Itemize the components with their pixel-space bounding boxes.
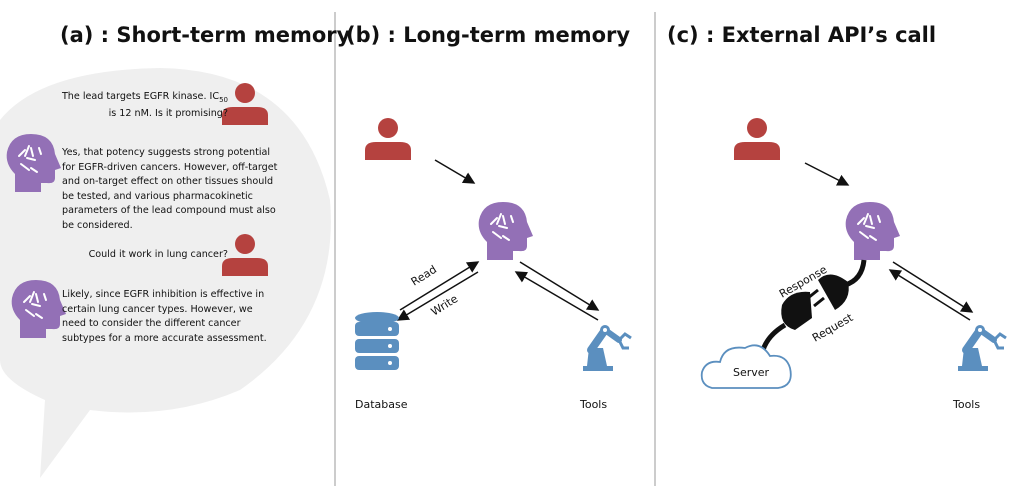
- request-label: Request: [810, 311, 856, 345]
- speech-bubble: [0, 68, 331, 478]
- user-icon: [365, 118, 411, 160]
- server-label: Server: [733, 366, 770, 379]
- tools-label: Tools: [579, 398, 607, 411]
- read-label: Read: [409, 263, 439, 289]
- ai-head-icon: [844, 201, 901, 261]
- write-arrow: [396, 271, 479, 321]
- chat-message-ai: Likely, since EGFR inhibition is effecti…: [62, 289, 267, 344]
- cloud-icon: [700, 344, 792, 389]
- read-arrow: [399, 261, 480, 311]
- tools-label: Tools: [952, 398, 980, 411]
- robot-arm-icon: [958, 325, 1006, 371]
- chat-message-user: Could it work in lung cancer?: [88, 249, 228, 260]
- write-label: Write: [429, 292, 461, 319]
- panel-title-a: (a) : Short-term memory: [60, 23, 351, 47]
- panel-title-c: (c) : External API’s call: [667, 23, 936, 47]
- plug-icon: [760, 259, 867, 351]
- chat-message-user: The lead targets EGFR kinase. IC50 is 12…: [61, 91, 228, 120]
- user-icon: [734, 118, 780, 160]
- panel-title-b: (b) : Long-term memory: [346, 23, 630, 47]
- robot-arm-icon: [583, 325, 631, 371]
- database-label: Database: [355, 398, 408, 411]
- database-icon: [355, 312, 399, 370]
- chat-message-ai: Yes, that potency suggests strong potent…: [62, 147, 278, 231]
- ai-head-icon: [477, 201, 534, 261]
